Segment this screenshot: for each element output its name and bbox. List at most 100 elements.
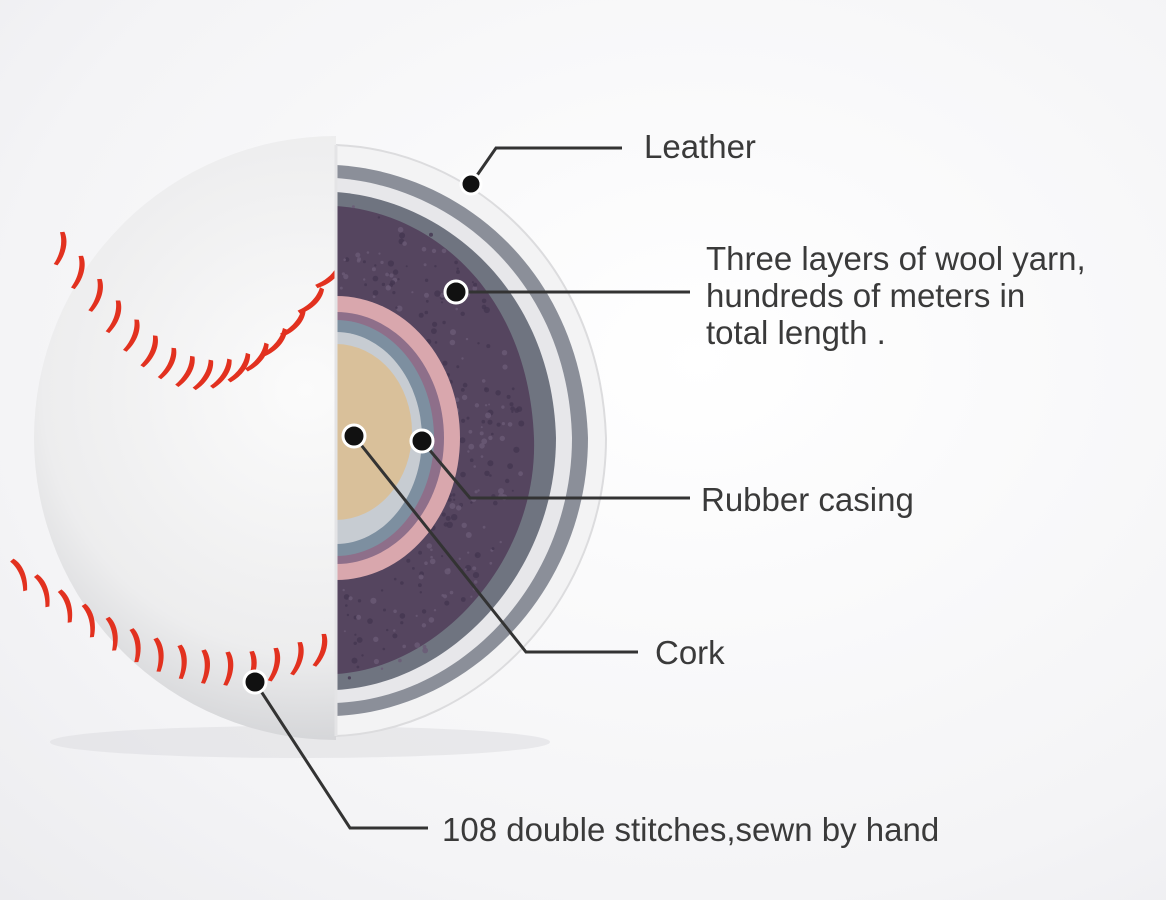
wool-fiber xyxy=(422,644,427,649)
wool-fiber xyxy=(380,667,384,670)
cross-section xyxy=(336,143,608,738)
wool-fiber xyxy=(399,232,406,239)
wool-fiber xyxy=(372,290,379,296)
wool-fiber xyxy=(383,608,386,612)
wool-fiber xyxy=(498,488,504,495)
wool-fiber xyxy=(447,498,452,502)
label-rubber-casing: Rubber casing xyxy=(701,481,914,518)
wool-fiber xyxy=(415,614,418,618)
stitch-mark xyxy=(10,558,28,592)
wool-fiber xyxy=(439,292,445,298)
wool-fiber xyxy=(356,637,363,643)
stitch-mark xyxy=(244,342,269,372)
wool-fiber xyxy=(509,402,514,407)
stitch-mark xyxy=(88,278,103,312)
wool-fiber xyxy=(506,394,511,399)
wool-fiber xyxy=(341,272,345,276)
stitch-mark xyxy=(312,633,328,667)
wool-fiber xyxy=(484,387,488,391)
wool-fiber xyxy=(465,532,472,538)
wool-fiber xyxy=(468,429,473,434)
wool-fiber xyxy=(399,613,406,619)
wool-fiber xyxy=(465,337,469,341)
wool-fiber xyxy=(393,629,396,632)
wool-fiber xyxy=(470,595,473,598)
wool-fiber xyxy=(473,465,477,468)
wool-fiber xyxy=(440,301,444,304)
wool-fiber xyxy=(482,525,486,529)
wool-fiber xyxy=(479,443,485,449)
wool-fiber xyxy=(501,350,508,356)
wool-fiber xyxy=(441,248,447,254)
wool-fiber xyxy=(442,320,446,325)
label-wool-line: Three layers of wool yarn, xyxy=(706,240,1086,277)
dot-leather xyxy=(459,172,483,196)
wool-fiber xyxy=(421,623,427,628)
wool-fiber xyxy=(414,642,421,648)
wool-fiber xyxy=(393,577,397,581)
stitch-mark xyxy=(153,637,164,672)
wool-fiber xyxy=(442,360,448,366)
wool-fiber xyxy=(467,450,470,453)
wool-fiber xyxy=(474,403,480,408)
wool-fiber xyxy=(473,282,478,287)
wool-fiber xyxy=(430,548,433,552)
wool-fiber xyxy=(400,621,404,625)
wool-fiber xyxy=(418,583,422,588)
wool-fiber xyxy=(373,658,379,665)
wool-fiber xyxy=(505,478,510,484)
wool-fiber xyxy=(344,257,350,262)
wool-fiber xyxy=(449,339,456,346)
stitch-mark xyxy=(105,300,122,334)
wool-fiber xyxy=(456,270,460,274)
stitch-mark xyxy=(290,641,304,676)
wool-fiber xyxy=(480,455,484,458)
wool-fiber xyxy=(491,547,495,551)
wool-fiber xyxy=(501,405,505,409)
wool-fiber xyxy=(424,292,429,298)
wool-fiber xyxy=(392,269,399,275)
wool-fiber xyxy=(474,490,478,494)
wool-fiber xyxy=(472,286,478,291)
wool-fiber xyxy=(479,431,484,436)
wool-fiber xyxy=(381,282,386,287)
wool-fiber xyxy=(432,321,438,327)
wool-fiber xyxy=(411,291,414,294)
wool-fiber xyxy=(481,379,486,383)
wool-fiber xyxy=(460,388,465,392)
wool-fiber xyxy=(461,522,467,528)
wool-fiber xyxy=(418,574,424,580)
wool-fiber xyxy=(343,258,347,262)
wool-fiber xyxy=(418,312,424,318)
wool-fiber xyxy=(507,463,513,469)
wool-fiber xyxy=(473,580,478,584)
stitch-mark xyxy=(175,355,195,387)
wool-fiber xyxy=(481,419,486,424)
wool-fiber xyxy=(451,514,458,521)
wool-fiber xyxy=(345,604,348,607)
wool-fiber xyxy=(392,291,396,295)
wool-fiber xyxy=(484,470,490,476)
wool-fiber xyxy=(385,272,389,277)
wool-fiber xyxy=(423,263,427,267)
wool-fiber xyxy=(353,641,357,645)
wool-fiber xyxy=(456,505,462,511)
wool-fiber xyxy=(502,364,508,370)
wool-fiber xyxy=(429,232,433,237)
wool-fiber xyxy=(454,260,458,265)
wool-fiber xyxy=(400,581,404,585)
dot-stitches xyxy=(242,669,268,695)
wool-fiber xyxy=(343,274,349,280)
wool-fiber xyxy=(355,252,361,258)
wool-fiber xyxy=(386,628,389,632)
wool-fiber xyxy=(434,265,437,268)
wool-fiber xyxy=(387,260,394,267)
stitch-mark xyxy=(192,359,214,391)
wool-fiber xyxy=(377,216,381,219)
wool-fiber xyxy=(378,252,381,255)
label-wool-yarn: Three layers of wool yarn, hundreds of m… xyxy=(706,240,1086,351)
wool-fiber xyxy=(511,489,514,492)
wool-fiber xyxy=(370,597,377,604)
wool-fiber xyxy=(469,458,474,463)
